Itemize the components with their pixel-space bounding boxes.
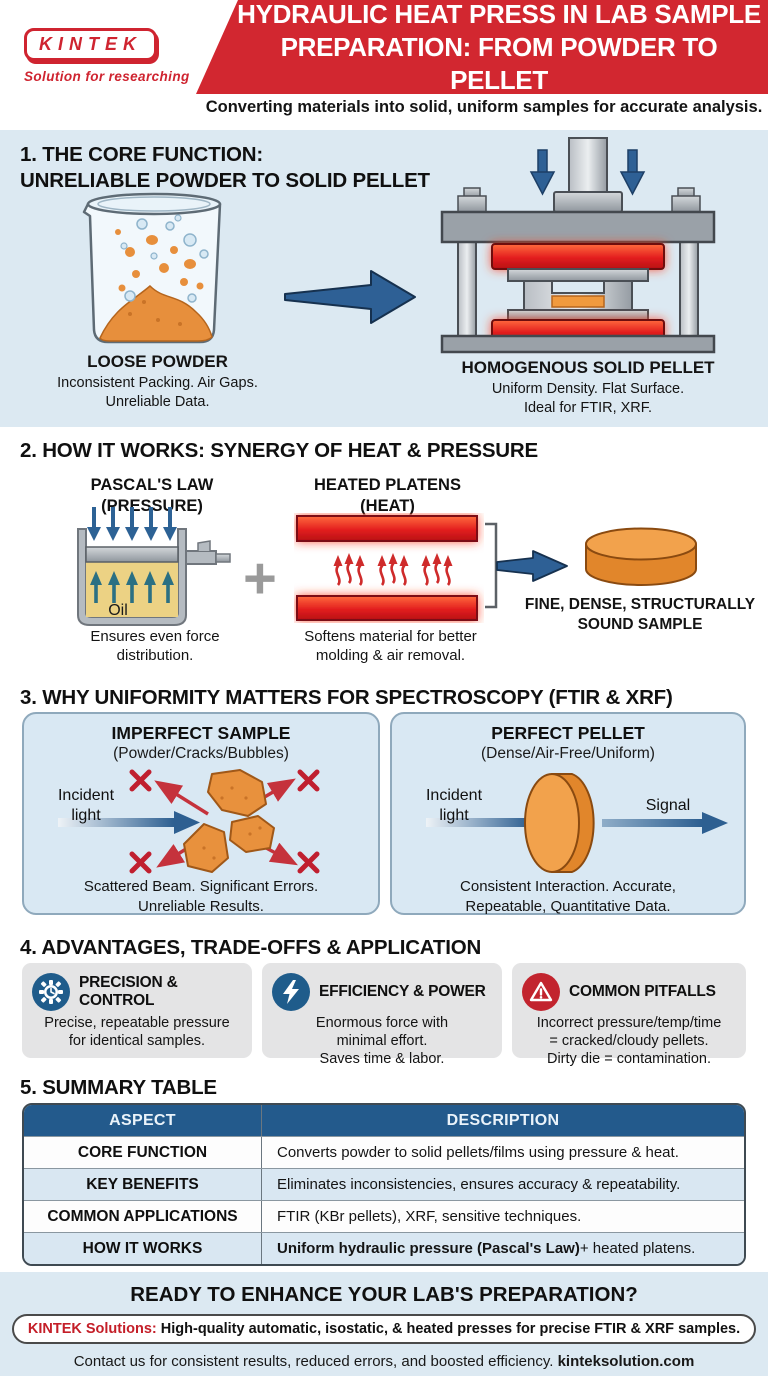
title-banner: HYDRAULIC HEAT PRESS IN LAB SAMPLE PREPA…: [196, 0, 768, 94]
incident-light-label: Incident light: [57, 787, 115, 824]
kintek-logo-tagline: Solution for researching: [24, 69, 190, 84]
advantage-card-precision: PRECISION & CONTROL Precise, repeatable …: [22, 963, 252, 1058]
table-row: CORE FUNCTION Converts powder to solid p…: [24, 1136, 744, 1168]
plus-sign: +: [243, 546, 277, 611]
table-row: KEY BENEFITS Eliminates inconsistencies,…: [24, 1168, 744, 1200]
pascal-caption: Ensures even force distribution.: [90, 628, 220, 665]
footer-heading: READY TO ENHANCE YOUR LAB'S PREPARATION?: [130, 1283, 638, 1306]
subtitle: Converting materials into solid, uniform…: [205, 98, 763, 116]
header: KINTEK Solution for researching HYDRAULI…: [0, 0, 768, 130]
header-description: DESCRIPTION: [446, 1111, 560, 1129]
signal-label: Signal: [645, 797, 691, 814]
section3-title: 3. WHY UNIFORMITY MATTERS FOR SPECTROSCO…: [20, 686, 673, 709]
pressure-down-arrows: [87, 507, 177, 541]
title-line-2: PREPARATION: FROM POWDER TO PELLET: [280, 31, 718, 95]
pascal-law-heading: PASCAL'S LAW (PRESSURE): [90, 476, 214, 515]
scattered-beam-diagram: [58, 769, 320, 874]
table-row: COMMON APPLICATIONS FTIR (KBr pellets), …: [24, 1200, 744, 1232]
press-down-arrows: [529, 149, 646, 196]
precision-text: Precise, repeatable pressure for identic…: [44, 1015, 230, 1049]
warning-icon: [522, 973, 560, 1011]
kintek-logo-wordmark: KINTEK: [24, 28, 157, 61]
x-marks: [129, 769, 320, 874]
website-domain: kinteksolution.com: [557, 1353, 695, 1370]
pill-text: High-quality automatic, isostatic, & hea…: [156, 1321, 741, 1337]
transform-arrow-icon: [284, 270, 416, 324]
header-aspect: ASPECT: [24, 1105, 262, 1136]
perfect-pellet-card: PERFECT PELLET (Dense/Air-Free/Uniform) …: [390, 712, 746, 915]
section-advantages: 4. ADVANTAGES, TRADE-OFFS & APPLICATION: [0, 928, 768, 1068]
imperfect-caption: Scattered Beam. Significant Errors. Unre…: [83, 878, 319, 915]
hydraulic-press-illustration: [440, 137, 716, 354]
incident-light-label: Incident light: [425, 787, 483, 824]
section5-title: 5. SUMMARY TABLE: [20, 1076, 217, 1099]
oil-up-arrows: [90, 571, 174, 603]
oil-label: Oil: [108, 602, 128, 619]
contact-line: Contact us for consistent results, reduc…: [73, 1353, 695, 1370]
pellet-disc-illustration: [585, 527, 697, 586]
table-row: HOW IT WORKS Uniform hydraulic pressure …: [24, 1232, 744, 1264]
summary-table: ASPECT DESCRIPTION CORE FUNCTION Convert…: [22, 1103, 746, 1266]
perfect-caption: Consistent Interaction. Accurate, Repeat…: [460, 878, 676, 915]
solid-pellet-caption: HOMOGENOUS SOLID PELLET Uniform Density.…: [461, 358, 715, 416]
table-header-row: ASPECT DESCRIPTION: [24, 1105, 744, 1136]
kintek-solutions-pill: KINTEK Solutions: High-quality automatic…: [11, 1314, 757, 1344]
efficiency-text: Enormous force with minimal effort. Save…: [315, 1015, 449, 1067]
advantage-card-pitfalls: COMMON PITFALLS Incorrect pressure/temp/…: [512, 963, 746, 1067]
loose-powder-caption: LOOSE POWDER Inconsistent Packing. Air G…: [57, 352, 258, 410]
section2-title: 2. HOW IT WORKS: SYNERGY OF HEAT & PRESS…: [20, 439, 538, 462]
loose-powder-beaker-illustration: [82, 192, 222, 344]
lightning-icon: [272, 973, 310, 1011]
title-line-1: HYDRAULIC HEAT PRESS IN LAB SAMPLE: [237, 0, 761, 29]
pascal-law-illustration: [77, 507, 231, 626]
section-core-function: 1. THE CORE FUNCTION: UNRELIABLE POWDER …: [0, 130, 768, 427]
advantage-card-efficiency: EFFICIENCY & POWER Enormous force with m…: [262, 963, 502, 1067]
bracket-arrow-icon: [485, 522, 568, 609]
heat-arrows: [332, 551, 454, 587]
pitfalls-text: Incorrect pressure/temp/time = cracked/c…: [536, 1015, 722, 1067]
gear-icon: [32, 973, 70, 1011]
heated-platens-heading: HEATED PLATENS (HEAT): [314, 476, 461, 515]
section1-title: 1. THE CORE FUNCTION: UNRELIABLE POWDER …: [20, 143, 430, 192]
heated-platens-illustration: [296, 515, 478, 621]
imperfect-sample-card: IMPERFECT SAMPLE (Powder/Cracks/Bubbles): [22, 712, 380, 915]
section-summary-table: 5. SUMMARY TABLE ASPECT DESCRIPTION CORE…: [0, 1068, 768, 1272]
pill-brand: KINTEK Solutions:: [27, 1321, 157, 1337]
section-uniformity: 3. WHY UNIFORMITY MATTERS FOR SPECTROSCO…: [0, 675, 768, 928]
result-caption: FINE, DENSE, STRUCTURALLY SOUND SAMPLE: [524, 596, 756, 633]
section-how-it-works: 2. HOW IT WORKS: SYNERGY OF HEAT & PRESS…: [0, 427, 768, 675]
consistent-signal-diagram: [426, 773, 728, 873]
footer: READY TO ENHANCE YOUR LAB'S PREPARATION?…: [0, 1272, 768, 1376]
kintek-logo: KINTEK Solution for researching: [24, 28, 190, 84]
platens-caption: Softens material for better molding & ai…: [304, 628, 477, 665]
section4-title: 4. ADVANTAGES, TRADE-OFFS & APPLICATION: [20, 936, 482, 959]
